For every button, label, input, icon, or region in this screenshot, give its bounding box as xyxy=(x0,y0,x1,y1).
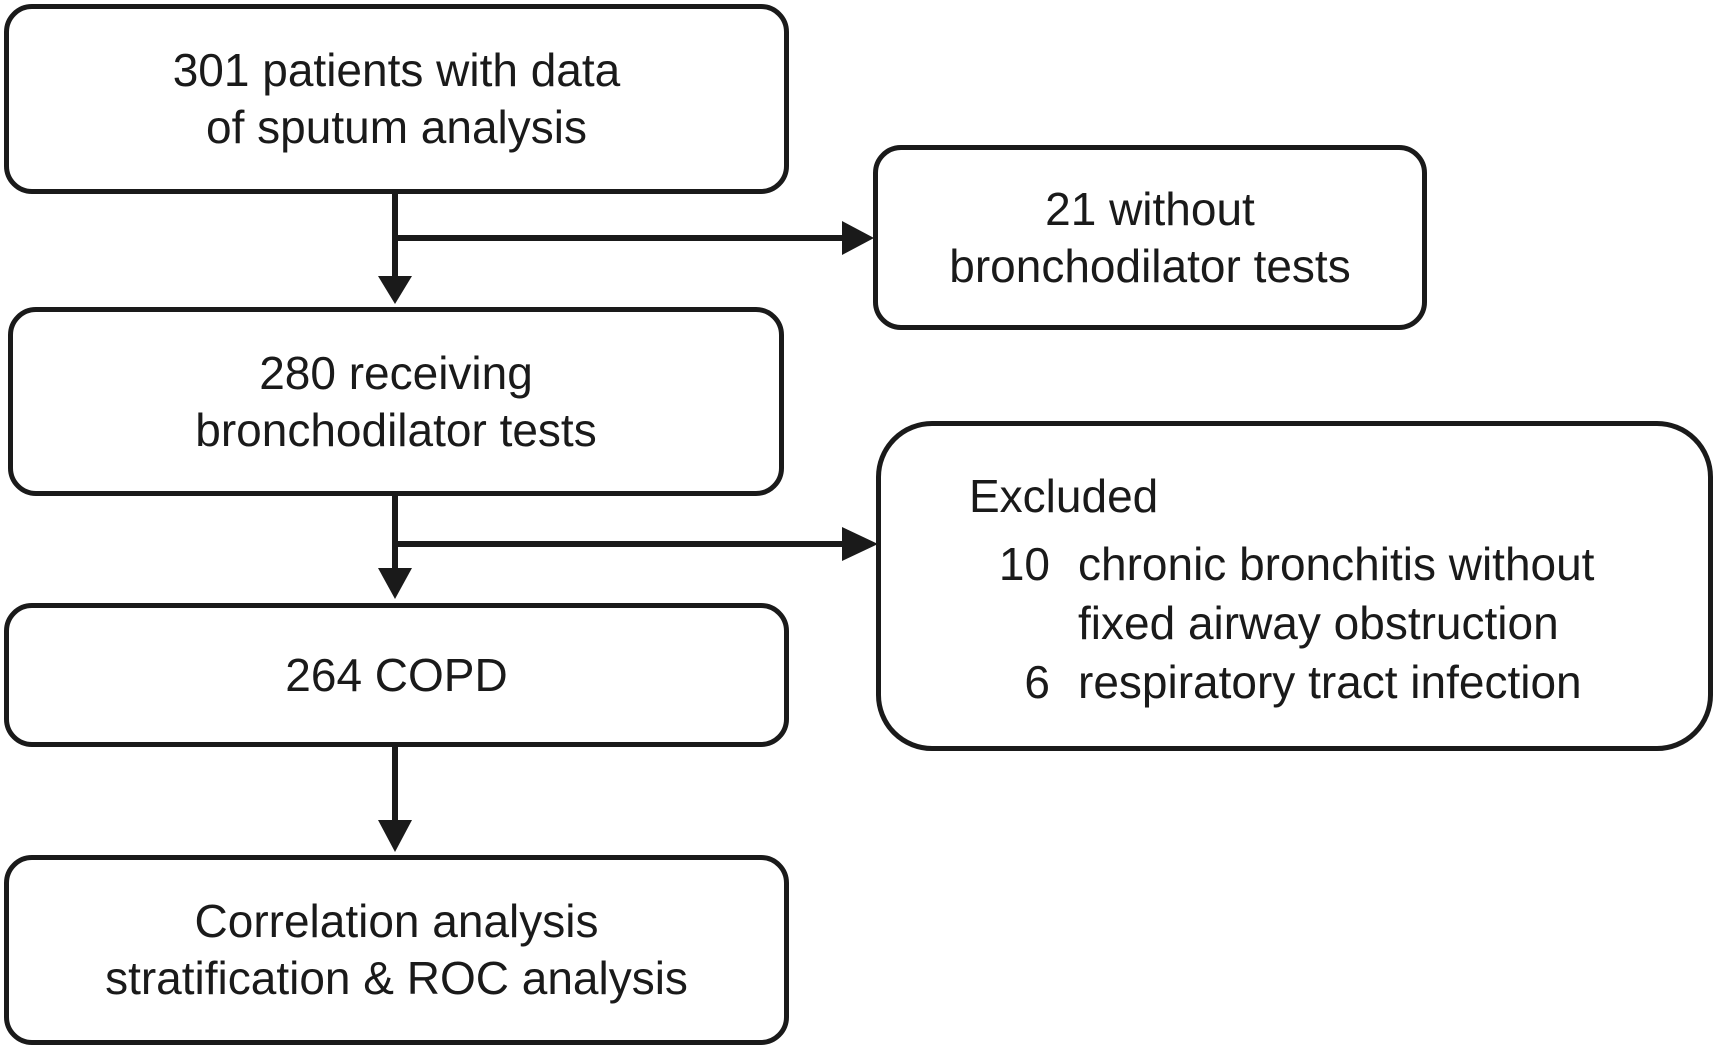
box-text-line: 21 without xyxy=(1045,182,1255,235)
arrowhead-down-icon xyxy=(378,276,412,304)
box-text-line: bronchodilator tests xyxy=(195,403,597,456)
excluded-reason: chronic bronchitis without xyxy=(1078,538,1595,590)
box-text-line: of sputum analysis xyxy=(206,101,587,153)
box-analysis: Correlation analysis stratification & RO… xyxy=(4,855,789,1045)
box-copd: 264 COPD xyxy=(4,603,789,747)
excluded-title: Excluded xyxy=(969,470,1159,522)
excluded-reason: fixed airway obstruction xyxy=(1078,597,1559,649)
box-text-line: Correlation analysis xyxy=(194,895,599,947)
excluded-count: 6 xyxy=(1024,656,1050,708)
arrowhead-down-icon xyxy=(378,820,412,852)
box-text-line: stratification & ROC analysis xyxy=(105,952,688,1004)
box-excluded: Excluded 10 chronic bronchitis without f… xyxy=(876,421,1713,751)
arrowhead-right-icon xyxy=(842,221,874,255)
box-initial-patients: 301 patients with data of sputum analysi… xyxy=(4,4,789,194)
box-text-line: 301 patients with data xyxy=(172,44,621,96)
box-text-line: bronchodilator tests xyxy=(949,239,1351,292)
excluded-reason: respiratory tract infection xyxy=(1078,656,1582,708)
arrowhead-down-icon xyxy=(378,568,412,599)
arrowhead-right-icon xyxy=(842,527,878,561)
box-without-bronchodilator: 21 without bronchodilator tests xyxy=(873,145,1427,330)
excluded-count: 10 xyxy=(998,538,1050,590)
box-text-line: 264 COPD xyxy=(285,648,508,701)
box-bronchodilator-tested: 280 receiving bronchodilator tests xyxy=(8,307,784,496)
box-text-line: 280 receiving xyxy=(259,346,533,399)
